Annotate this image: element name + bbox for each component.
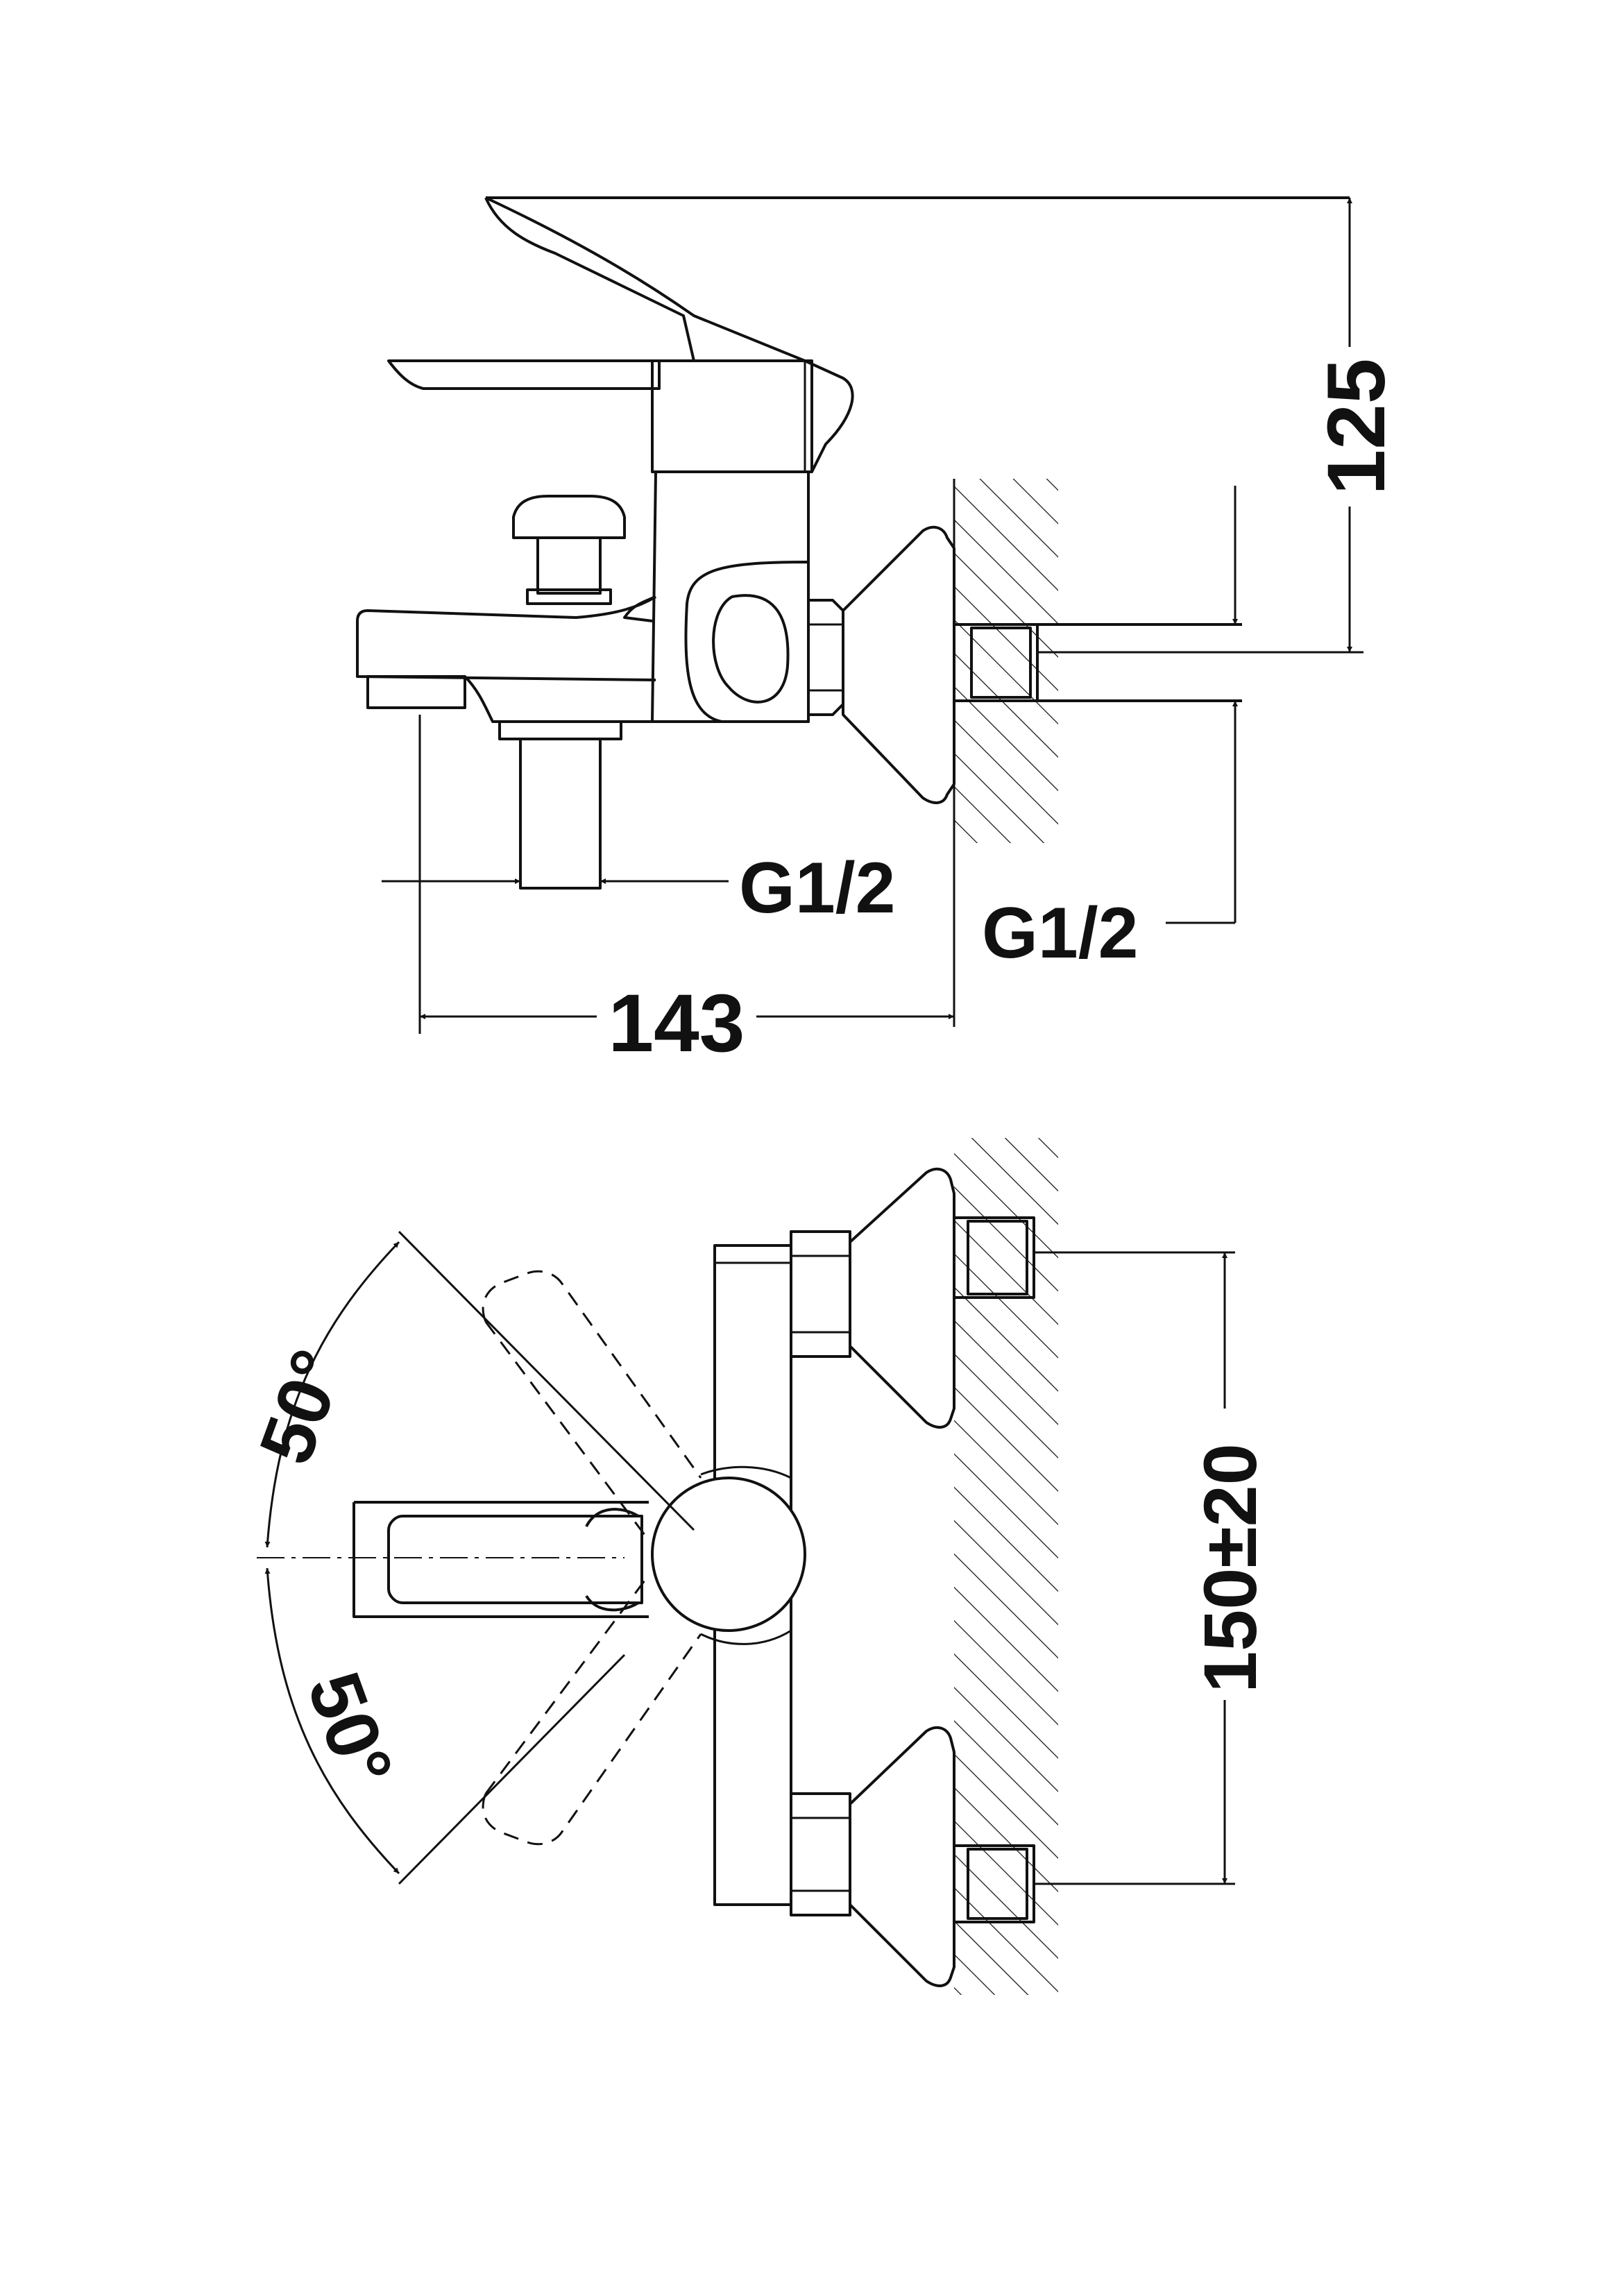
central-body <box>651 1477 806 1632</box>
inlet-thread-label: G1/2 <box>982 893 1138 973</box>
dim-width-label: 143 <box>609 978 745 1069</box>
eccentric-oval <box>712 594 790 704</box>
eccentric-housing <box>684 561 810 723</box>
top-view <box>257 1138 1058 1995</box>
dim-centres-label: 150±20 <box>1188 1443 1272 1693</box>
lever-rotated-positions <box>482 1270 702 1846</box>
angle-lower-label: 50° <box>291 1662 409 1797</box>
cartridge-body <box>651 359 813 473</box>
upper-nut <box>790 1230 851 1358</box>
spout-top-lip <box>387 359 661 390</box>
connection-nut <box>807 599 844 716</box>
side-view <box>356 196 1350 1027</box>
diverter-knob <box>512 495 626 539</box>
wall-flange <box>842 525 955 804</box>
lever-handle-top <box>485 196 806 362</box>
inlet-pipe <box>953 623 1039 702</box>
upper-inlet <box>953 1216 1035 1299</box>
shower-outlet-pipe <box>519 738 602 890</box>
lever-center <box>352 1501 649 1618</box>
wall-hatch-upper <box>954 479 1058 843</box>
lower-nut <box>790 1792 851 1916</box>
lower-flange <box>849 1726 955 1987</box>
angle-upper-label: 50° <box>243 1339 361 1474</box>
wall-hatch-lower <box>954 1138 1058 1995</box>
bath-spout <box>356 595 657 681</box>
lever-handle <box>484 196 1350 473</box>
spout-thread-label: G1/2 <box>739 848 895 928</box>
dim-height-label: 125 <box>1311 359 1402 495</box>
upper-flange <box>849 1167 955 1429</box>
